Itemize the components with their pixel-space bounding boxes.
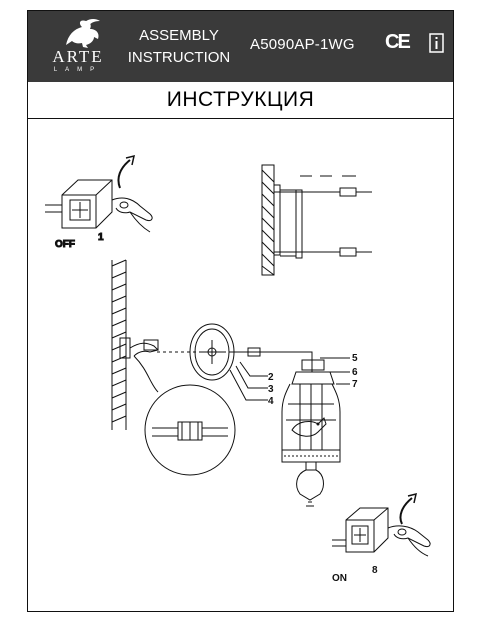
- model-number: A5090AP-1WG: [250, 36, 355, 53]
- assembly-instruction-title: ASSEMBLY INSTRUCTION: [124, 25, 234, 69]
- part-3-label: 3: [268, 384, 274, 395]
- ce-mark: CE: [385, 31, 411, 53]
- title-line-1: ASSEMBLY: [139, 27, 219, 44]
- switch-off-illustration: [45, 154, 153, 233]
- part-6-label: 6: [352, 367, 358, 378]
- info-book-icon: [429, 33, 444, 53]
- page-title: ИНСТРУКЦИЯ: [166, 88, 315, 111]
- canopy-plate-illustration: [157, 323, 313, 381]
- part-2-label: 2: [268, 372, 274, 383]
- bird-cage-lamp-illustration: [281, 359, 341, 507]
- part-5-label: 5: [352, 353, 358, 364]
- part-4-label: 4: [268, 396, 274, 407]
- step-8-label: 8: [372, 565, 378, 576]
- header-bar: ARTE LAMP ASSEMBLY INSTRUCTION A5090AP-1…: [28, 11, 453, 82]
- part-7-label: 7: [352, 379, 358, 390]
- mounting-detail-illustration: [261, 164, 372, 276]
- brand-subtitle: LAMP: [53, 67, 103, 73]
- wall-wiring-illustration: [111, 259, 236, 476]
- off-label: OFF: [55, 239, 75, 250]
- switch-on-illustration: [332, 492, 431, 557]
- brand-name: ARTE: [52, 47, 104, 66]
- on-label: ON: [332, 573, 347, 584]
- griffin-logo-icon: [66, 19, 100, 48]
- title-line-2: INSTRUCTION: [127, 49, 231, 66]
- brand-logo: ARTE LAMP: [38, 17, 118, 77]
- page-frame: [27, 10, 454, 612]
- step-1-label: 1: [98, 232, 104, 243]
- title-divider: [27, 118, 454, 119]
